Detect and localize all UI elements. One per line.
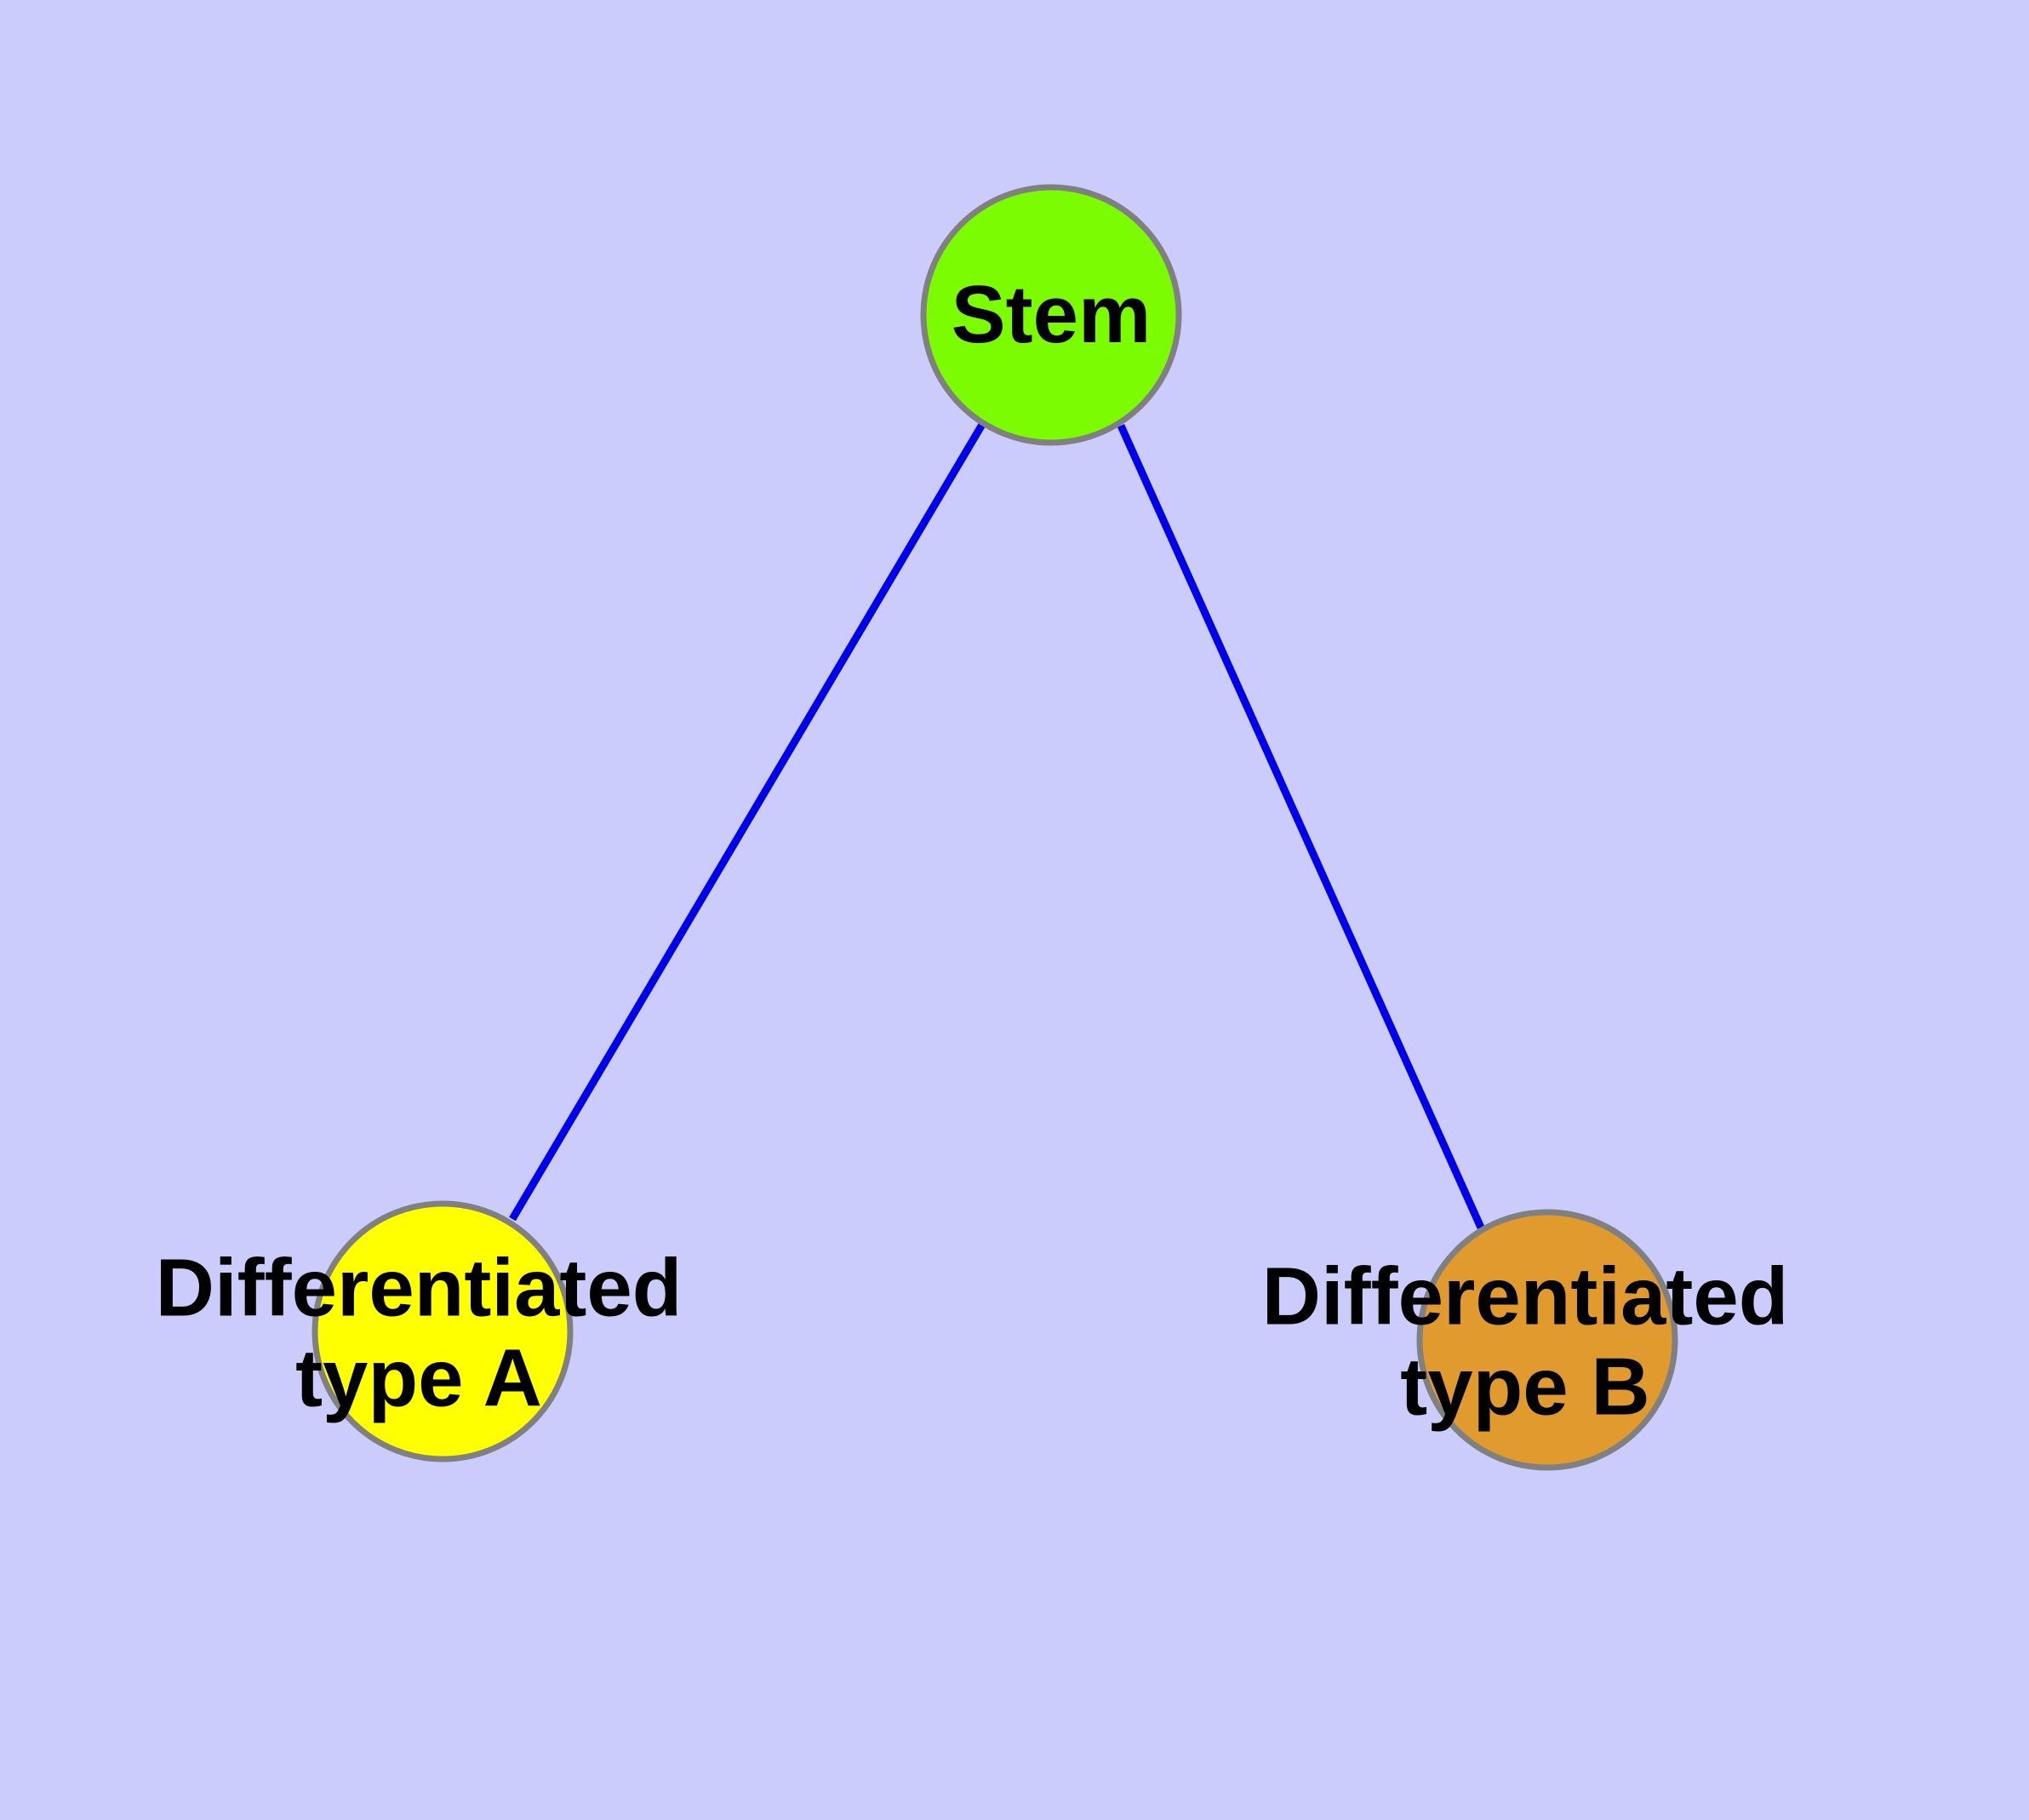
node-differentiated-type-a[interactable] <box>311 1200 574 1462</box>
edge-layer <box>509 421 1485 1229</box>
node-differentiated-type-b[interactable] <box>1416 1209 1678 1471</box>
edge-stem-to-differentiated-type-b <box>1117 424 1485 1229</box>
node-stem[interactable] <box>920 184 1182 446</box>
node-layer <box>311 184 1678 1471</box>
edge-stem-to-differentiated-type-a <box>509 421 986 1222</box>
